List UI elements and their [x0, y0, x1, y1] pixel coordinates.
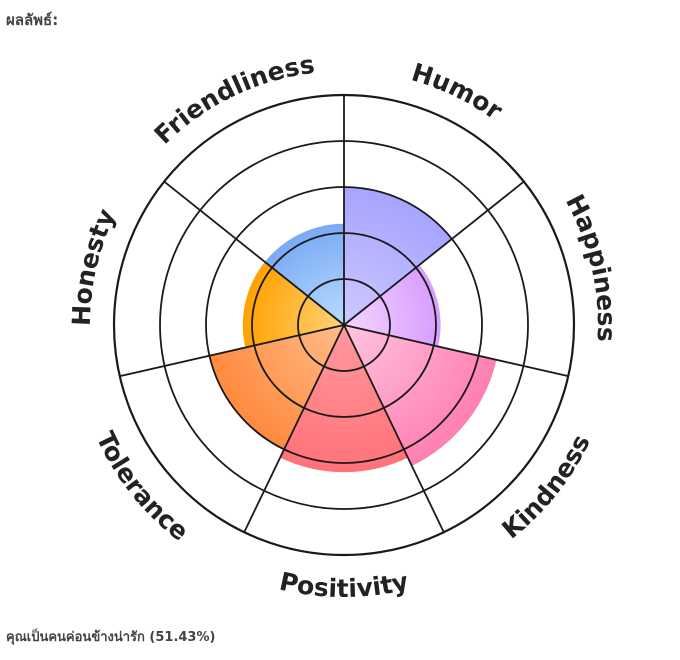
sector-friendliness [264, 223, 344, 325]
category-label-tolerance: Tolerance [91, 427, 194, 546]
category-label-humor: Humor [408, 58, 508, 126]
sectors-layer [209, 187, 497, 473]
sector-happiness [344, 264, 441, 347]
grid-spoke-2 [343, 180, 525, 326]
category-label-positivity: Positivity [277, 567, 411, 603]
sector-kindness [344, 325, 497, 466]
sector-humor [344, 187, 452, 325]
grid-spoke-4 [343, 324, 445, 533]
category-label-kindness: Kindness [496, 430, 595, 544]
grid-spoke-3 [343, 324, 569, 378]
result-heading: ผลลัพธ์: [6, 11, 59, 29]
grid-spoke-5 [243, 324, 345, 533]
grid-spoke-7 [163, 180, 345, 326]
result-summary: คุณเป็นคนค่อนข้างน่ารัก (51.43%) [6, 630, 216, 645]
grid-spoke-6 [119, 324, 345, 378]
category-label-friendliness: Friendliness [149, 50, 317, 150]
category-label-honesty: Honesty [67, 204, 121, 326]
grid-layer [112, 93, 576, 557]
sector-honesty [242, 261, 344, 348]
category-label-happiness: Happiness [560, 190, 621, 343]
sector-positivity [280, 325, 408, 473]
